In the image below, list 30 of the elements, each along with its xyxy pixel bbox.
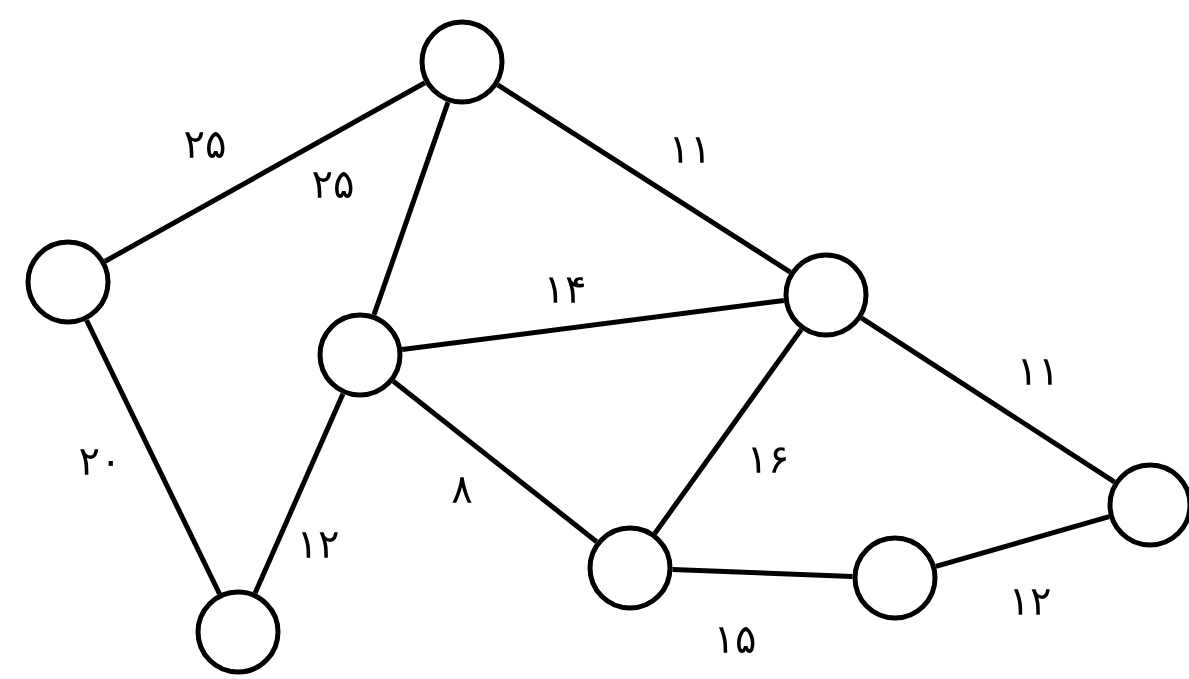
edge-line	[860, 316, 1116, 484]
edge-label: ۱۲	[1006, 587, 1054, 617]
edge-label: ۲۵	[309, 170, 357, 200]
edge-line	[652, 328, 804, 535]
edge-line	[371, 101, 451, 316]
graph-node	[1107, 462, 1189, 548]
edge-label: ۱۲	[294, 530, 342, 560]
edge-label: ۱۱	[1014, 357, 1062, 387]
edge-label: ۲۵	[181, 130, 229, 160]
edge-label: ۱۶	[744, 445, 792, 475]
graph-node	[587, 525, 673, 611]
edge-line	[103, 80, 427, 264]
edge-label: ۸	[449, 475, 475, 505]
edge-line	[401, 297, 785, 353]
edge-line	[496, 82, 792, 275]
edge-line	[252, 392, 346, 595]
edge-line	[935, 514, 1110, 569]
graph-node	[25, 239, 111, 325]
graph-node	[419, 19, 505, 105]
graph-node	[195, 589, 281, 675]
edge-line	[84, 319, 222, 595]
edge-label: ۱۴	[541, 275, 589, 305]
graph-node	[852, 535, 938, 621]
edge-line	[672, 567, 853, 579]
edge-label: ۱۵	[711, 625, 759, 655]
graph-node	[783, 252, 869, 338]
edge-label: ۲۰	[76, 447, 124, 477]
graph-node	[317, 312, 403, 398]
edge-line	[391, 379, 599, 544]
edge-label: ۱۱	[666, 135, 714, 165]
